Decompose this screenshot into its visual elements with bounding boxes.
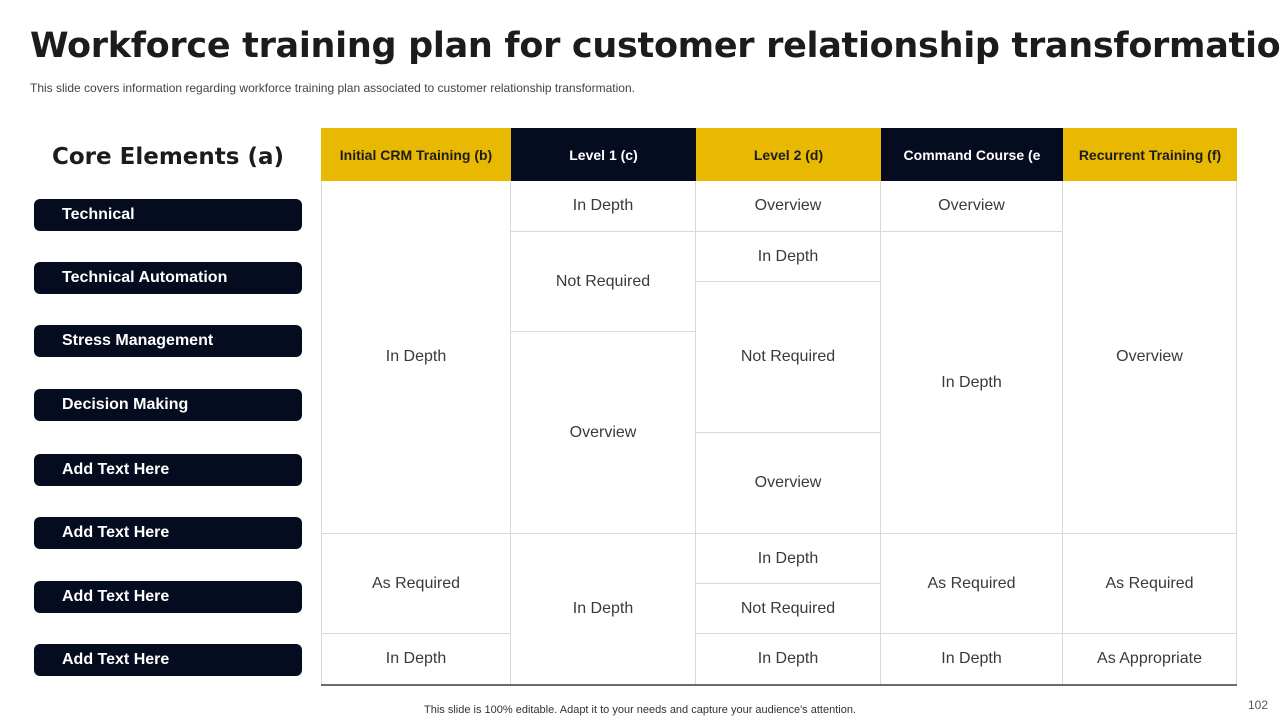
- core-elements-heading: Core Elements (a): [52, 144, 284, 170]
- table-cell: Not Required: [696, 282, 881, 433]
- table-cell: In Depth: [511, 534, 696, 685]
- table-cell: Overview: [881, 181, 1063, 232]
- table-cell: As Required: [881, 534, 1063, 634]
- table-cell: As Appropriate: [1063, 634, 1237, 685]
- table-cell: In Depth: [696, 634, 881, 685]
- table-bottom-rule: [321, 684, 1237, 686]
- table-cell: Overview: [696, 433, 881, 534]
- table-cell: In Depth: [881, 634, 1063, 685]
- core-element-item: Add Text Here: [34, 581, 302, 613]
- core-element-item: Add Text Here: [34, 644, 302, 676]
- core-element-item: Stress Management: [34, 325, 302, 357]
- core-element-item: Decision Making: [34, 389, 302, 421]
- core-element-item: Technical Automation: [34, 262, 302, 294]
- table-cell: In Depth: [321, 181, 511, 534]
- table-cell: Overview: [1063, 181, 1237, 534]
- table-cell: In Depth: [696, 232, 881, 282]
- table-cell: In Depth: [511, 181, 696, 232]
- header-recurrent-training: Recurrent Training (f): [1063, 128, 1237, 181]
- page-title: Workforce training plan for customer rel…: [30, 26, 1280, 66]
- header-initial-crm-training: Initial CRM Training (b): [321, 128, 511, 181]
- footer-note: This slide is 100% editable. Adapt it to…: [424, 704, 856, 716]
- header-command-course: Command Course (e: [881, 128, 1063, 181]
- table-cell: Overview: [696, 181, 881, 232]
- core-element-item: Add Text Here: [34, 454, 302, 486]
- core-element-item: Technical: [34, 199, 302, 231]
- header-level-1: Level 1 (c): [511, 128, 696, 181]
- page-subtitle: This slide covers information regarding …: [30, 81, 635, 95]
- header-level-2: Level 2 (d): [696, 128, 881, 181]
- page-number: 102: [1247, 698, 1268, 712]
- table-cell: Not Required: [511, 232, 696, 332]
- table-cell: In Depth: [321, 634, 511, 685]
- table-cell: As Required: [321, 534, 511, 634]
- training-plan-table: Initial CRM Training (b) Level 1 (c) Lev…: [321, 128, 1237, 686]
- table-cell: In Depth: [696, 534, 881, 584]
- table-cell: Overview: [511, 332, 696, 534]
- core-element-item: Add Text Here: [34, 517, 302, 549]
- table-cell: In Depth: [881, 232, 1063, 534]
- table-cell: As Required: [1063, 534, 1237, 634]
- table-cell: Not Required: [696, 584, 881, 634]
